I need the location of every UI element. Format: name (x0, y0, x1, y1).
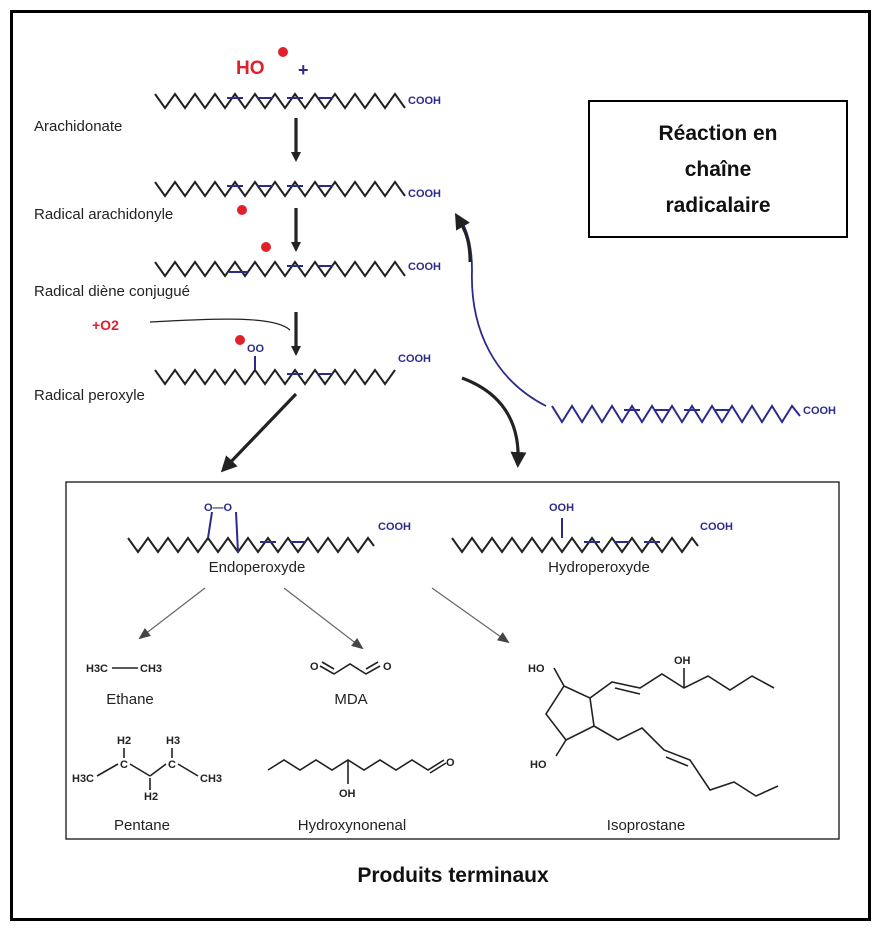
plus-sign: + (298, 60, 309, 80)
hydroperoxyde-molecule: OOH COOH (451, 502, 733, 554)
arrow-to-ethane (138, 587, 206, 640)
oxygen-reagent: +O2 (92, 317, 119, 333)
arrow-to-isoprostane (431, 587, 510, 644)
radical-peroxyle-cooh: COOH (398, 353, 431, 365)
mda-structure: O O (310, 661, 392, 675)
hydroxynonenal-structure: OH O (267, 757, 455, 800)
chain-propagation-curve (457, 215, 547, 407)
title-line-1: Réaction en (658, 122, 777, 145)
free-acid-cooh: COOH (803, 405, 836, 417)
svg-text:OH: OH (339, 788, 356, 800)
svg-text:CH3: CH3 (140, 663, 162, 675)
ethane-structure: H3C CH3 (86, 663, 162, 675)
chain-propagation-arrow (454, 212, 472, 263)
svg-text:C: C (168, 759, 176, 771)
radical-diene-molecule: COOH (154, 260, 441, 278)
hydroxynonenal-label: Hydroxynonenal (298, 817, 406, 834)
ho-radical-dot (278, 47, 288, 57)
arachidonate-label: Arachidonate (34, 118, 122, 135)
arachidonate-cooh: COOH (408, 95, 441, 107)
svg-text:O: O (446, 757, 455, 769)
radical-peroxyle-molecule: OO COOH (154, 343, 431, 386)
isoprostane-structure: HO HO OH (528, 655, 779, 797)
radical-peroxyle-label: Radical peroxyle (34, 387, 145, 404)
svg-text:H3: H3 (166, 735, 180, 747)
endoperoxyde-label: Endoperoxyde (209, 559, 306, 576)
radical-arachidonyle-label: Radical arachidonyle (34, 206, 173, 223)
title-line-2: chaîne (685, 158, 752, 181)
radical-peroxyle-dot (235, 335, 245, 345)
products-box (65, 481, 840, 840)
hydroperoxyde-label: Hydroperoxyde (548, 559, 650, 576)
svg-text:O: O (310, 661, 319, 673)
svg-text:C: C (120, 759, 128, 771)
pentane-label: Pentane (114, 817, 170, 834)
radical-diene-dot (261, 242, 271, 252)
radical-diene-cooh: COOH (408, 261, 441, 273)
radical-peroxyle-group: OO (247, 343, 265, 355)
svg-text:H2: H2 (117, 735, 131, 747)
isoprostane-label: Isoprostane (607, 817, 685, 834)
arrow-to-mda (283, 587, 364, 650)
mda-label: MDA (334, 691, 367, 708)
ethane-label: Ethane (106, 691, 154, 708)
radical-diene-label: Radical diène conjugué (34, 283, 190, 300)
radical-arachidonyle-molecule: COOH (154, 180, 441, 200)
title-box (588, 100, 848, 238)
oxygen-curve (149, 318, 291, 331)
svg-text:H3C: H3C (72, 773, 94, 785)
svg-text:OH: OH (674, 655, 691, 667)
endoperoxyde-cooh: COOH (378, 521, 411, 533)
hydroperoxyde-cooh: COOH (700, 521, 733, 533)
svg-text:HO: HO (528, 663, 545, 675)
arachidonate-molecule: COOH (154, 92, 441, 110)
arrow-to-hydroperoxyde (461, 376, 527, 468)
arrow-to-endoperoxyde (220, 392, 298, 473)
svg-text:CH3: CH3 (200, 773, 222, 785)
radical-arachidonyle-cooh: COOH (408, 188, 441, 200)
title-line-3: radicalaire (665, 194, 770, 217)
svg-text:H3C: H3C (86, 663, 108, 675)
hydroperoxyde-group: OOH (549, 502, 574, 514)
endoperoxyde-group: O—O (204, 502, 233, 514)
endoperoxyde-molecule: O—O COOH (127, 502, 411, 554)
ho-radical-label: HO (236, 58, 265, 79)
radical-arachidonyle-dot (237, 205, 247, 215)
svg-text:HO: HO (530, 759, 547, 771)
svg-text:O: O (383, 661, 392, 673)
svg-text:H2: H2 (144, 791, 158, 803)
pentane-structure: H2 H3C C C CH3 H3 H2 (72, 735, 222, 803)
products-title: Produits terminaux (357, 864, 549, 887)
free-arachidonic-acid: COOH (551, 404, 836, 424)
